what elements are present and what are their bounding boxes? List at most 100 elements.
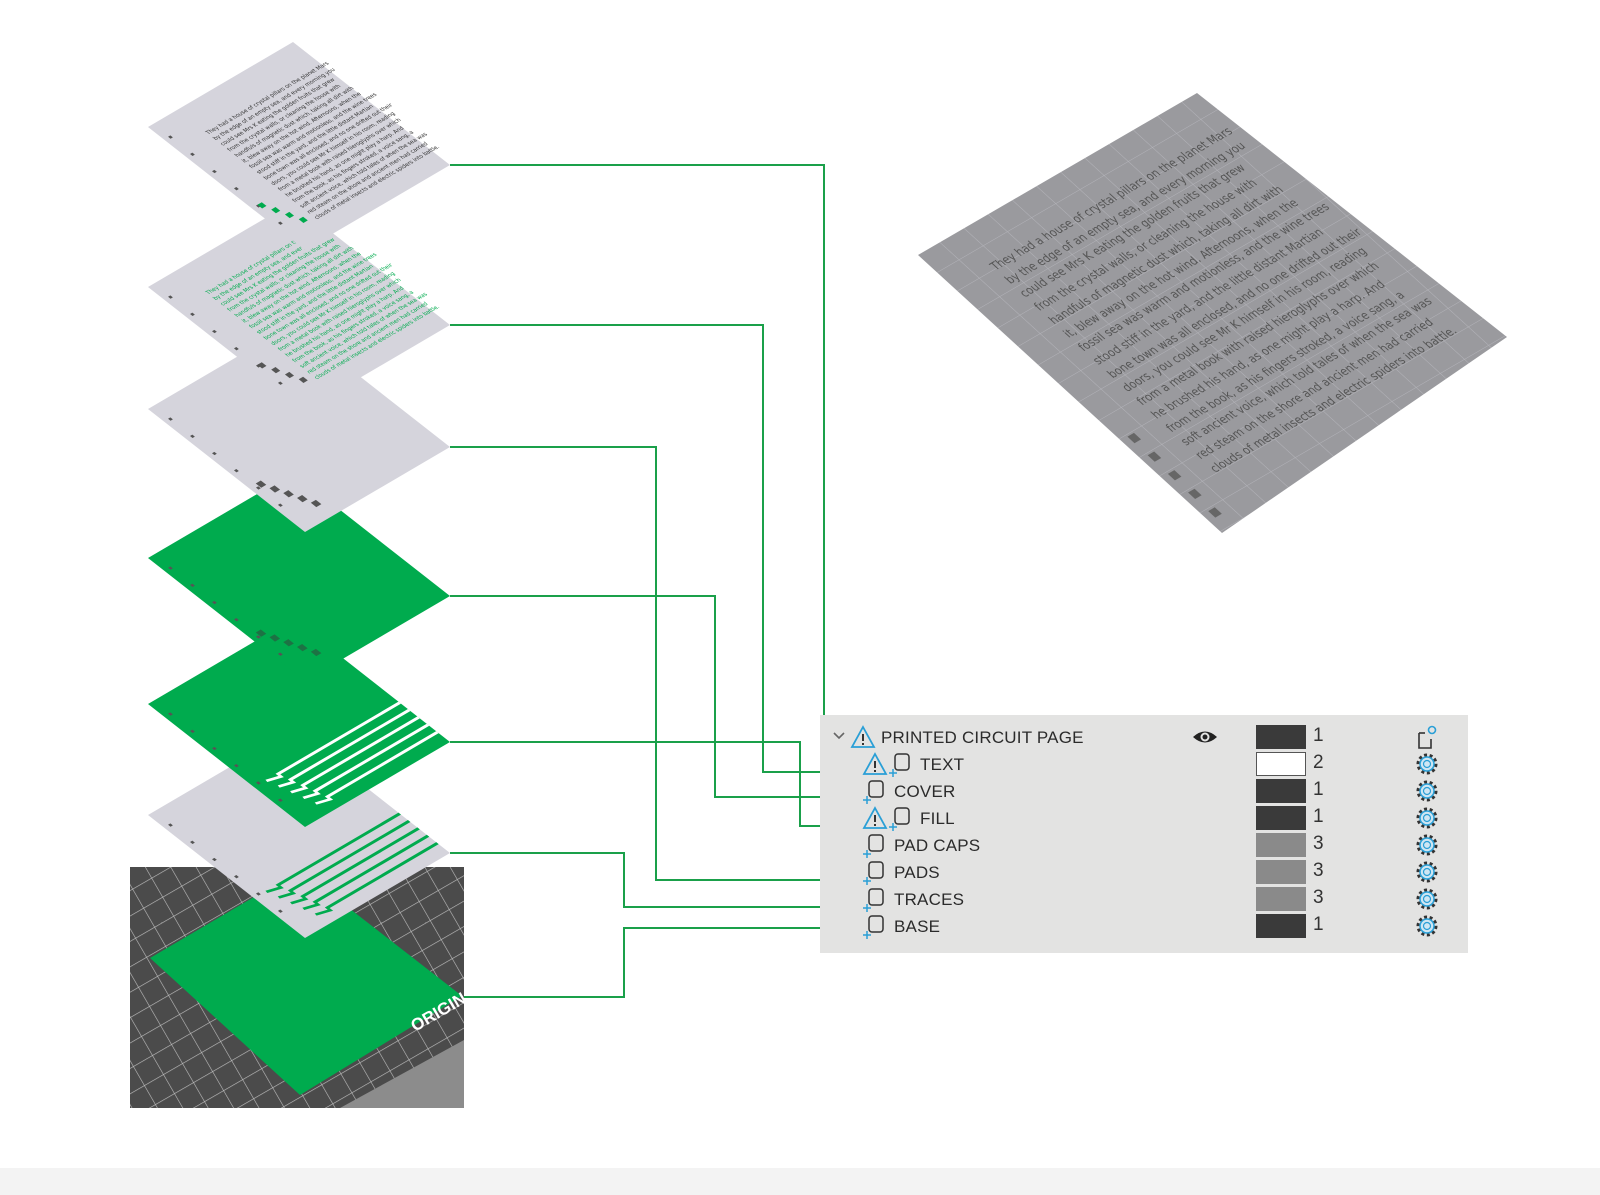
mount-hole (255, 204, 261, 208)
mount-hole (255, 486, 261, 490)
trace (265, 701, 402, 782)
mount-hole (233, 347, 239, 351)
color-swatch[interactable] (1256, 914, 1306, 938)
pad (257, 202, 267, 209)
gear-icon[interactable] (1415, 887, 1439, 911)
trace (302, 723, 430, 799)
pad (283, 490, 294, 498)
gear-icon[interactable] (1415, 779, 1439, 803)
pad (310, 648, 322, 657)
trace (302, 834, 430, 910)
layer-checkbox-icon[interactable] (862, 887, 888, 913)
mount-hole (168, 295, 173, 299)
pad (298, 216, 308, 223)
extruder-number: 1 (1313, 806, 1324, 827)
mount-hole (277, 909, 283, 913)
mount-hole (190, 152, 195, 156)
pad (271, 207, 281, 214)
pad (255, 629, 267, 637)
color-swatch[interactable] (1256, 833, 1306, 857)
gear-icon[interactable] (1415, 752, 1439, 776)
text-layer: They had a house of crystal pillars on t… (148, 41, 450, 251)
mount-hole (233, 875, 239, 879)
mount-hole (277, 381, 283, 385)
pad (310, 499, 322, 508)
color-swatch[interactable] (1256, 806, 1306, 830)
eye-icon[interactable] (1192, 729, 1218, 745)
add-layer-icon[interactable] (1415, 725, 1441, 751)
layer-checkbox-icon[interactable] (888, 806, 914, 832)
pad (269, 634, 281, 642)
fill-layer (148, 618, 450, 828)
layer-checkbox-icon[interactable] (862, 833, 888, 859)
layer-row-pads[interactable]: PADS 3 (820, 860, 1468, 887)
mount-hole (255, 364, 261, 368)
mount-hole (233, 469, 239, 473)
mount-hole (255, 781, 261, 785)
color-swatch[interactable] (1256, 752, 1306, 776)
mount-hole (168, 712, 173, 716)
mount-hole (233, 618, 239, 622)
connector-cover (450, 595, 860, 798)
layer-checkbox-icon[interactable] (862, 860, 888, 886)
connector-text (450, 324, 862, 773)
color-swatch[interactable] (1256, 860, 1306, 884)
gear-icon[interactable] (1415, 914, 1439, 938)
warning-icon (862, 806, 888, 829)
pad (255, 480, 267, 488)
mount-hole (190, 434, 195, 438)
mount-hole (168, 135, 173, 139)
color-swatch[interactable] (1256, 779, 1306, 803)
trace (290, 827, 420, 905)
gear-icon[interactable] (1415, 833, 1439, 857)
mount-hole (233, 187, 239, 191)
mount-hole (212, 169, 217, 174)
mount-hole (212, 857, 217, 862)
gear-icon[interactable] (1415, 806, 1439, 830)
mount-hole (190, 312, 195, 316)
layer-checkbox-icon[interactable] (888, 752, 914, 778)
layer-name: TEXT (920, 755, 965, 774)
mount-hole (168, 823, 173, 827)
gear-icon[interactable] (1415, 860, 1439, 884)
color-swatch[interactable] (1256, 725, 1306, 749)
layer-checkbox-icon[interactable] (862, 914, 888, 940)
chevron-down-icon[interactable] (832, 731, 846, 741)
connector-traces (450, 852, 860, 908)
mount-hole (255, 892, 261, 896)
connector-base (464, 927, 860, 998)
trace (277, 709, 411, 788)
pads-layer (148, 323, 450, 533)
layer-row-fill[interactable]: FILL 1 (820, 806, 1468, 833)
traces-layer (148, 729, 450, 939)
extruder-number: 3 (1313, 860, 1324, 881)
mount-hole (277, 503, 283, 507)
mount-hole (277, 221, 283, 225)
trace (290, 716, 420, 794)
layer-name: FILL (920, 809, 955, 828)
connector-pads (450, 446, 860, 881)
layer-name: PADS (894, 863, 940, 882)
layer-checkbox-icon[interactable] (862, 779, 888, 805)
layer-group-row[interactable]: PRINTED CIRCUIT PAGE 1 (820, 725, 1468, 752)
mount-hole (212, 329, 217, 334)
mount-hole (212, 746, 217, 751)
pad (284, 211, 295, 219)
mount-hole (233, 764, 239, 768)
pad (283, 639, 294, 647)
preview-pad (1208, 507, 1222, 518)
mount-hole (190, 729, 195, 733)
color-swatch[interactable] (1256, 887, 1306, 911)
layer-name: BASE (894, 917, 941, 936)
text-green-layer: They had a house of crystal pillars on t… (148, 201, 450, 411)
cover-layer (148, 472, 450, 682)
base-layer (150, 870, 462, 1095)
preview-pad (1188, 488, 1202, 499)
